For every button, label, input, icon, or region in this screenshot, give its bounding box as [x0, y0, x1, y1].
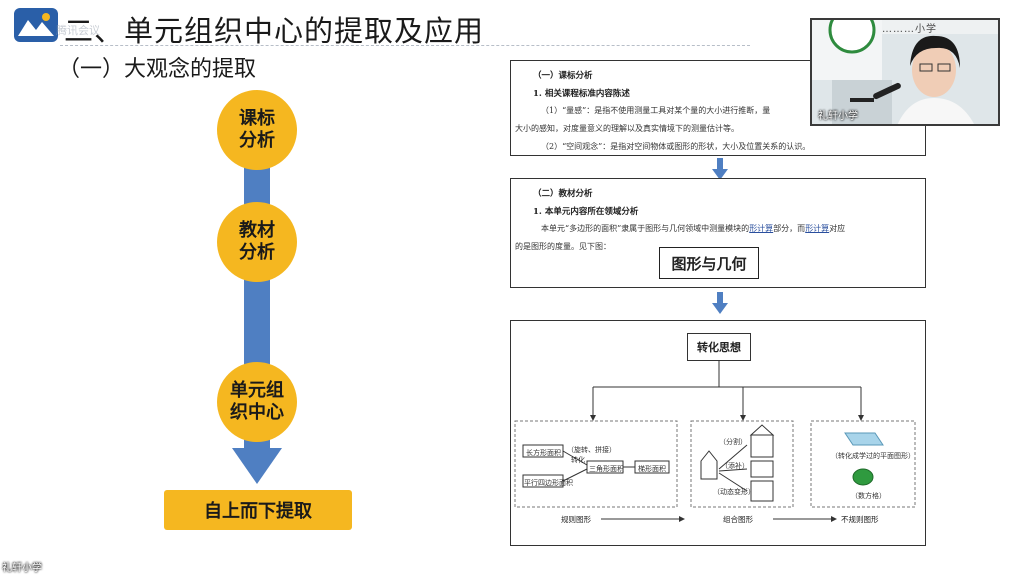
- shape-label: （分割）: [719, 438, 747, 446]
- flow-step-label: 教材 分析: [239, 220, 275, 263]
- shape-label: （转化成学过的平面图形）: [831, 452, 915, 460]
- panel-text-line: 本单元“多边形的面积”隶属于图形与几何领域中测量模块的形计算部分，而形计算对应: [541, 223, 931, 234]
- slide-subtitle: （一）大观念的提取: [58, 57, 257, 82]
- flow-step-label: 单元组 织中心: [230, 380, 284, 423]
- shape-label: 平行四边形面积: [524, 479, 573, 487]
- panel-subheading: 1. 本单元内容所在领域分析: [533, 207, 639, 217]
- panel-text-line: 的是图形的度量。见下图：: [515, 242, 611, 251]
- panel-text-line: 大小的感知，对度量意义的理解以及真实情境下的测量估计等。: [515, 124, 739, 133]
- panel-text-line: （2）“空间观念”：是指对空间物体或图形的形状，大小及位置关系的认识。: [541, 142, 811, 151]
- meeting-watermark: 腾讯会议: [56, 24, 100, 37]
- group-label-combined: 组合图形: [723, 515, 753, 524]
- panel-text-line: （1）“量感”：是指不使用测量工具对某个量的大小进行推断，量: [541, 106, 771, 115]
- title-divider: [60, 45, 750, 46]
- transformation-diagram-panel: 转化思想 长方: [510, 320, 926, 546]
- panel-heading: （二）教材分析: [533, 189, 593, 199]
- flow-step-label: 课标 分析: [239, 108, 275, 151]
- shape-label: 梯形面积: [638, 465, 666, 473]
- shape-label: （添补）: [721, 462, 749, 470]
- flow-step-textbook: 教材 分析: [217, 202, 297, 282]
- text-segment: 对应: [829, 224, 846, 233]
- shape-label: 三角形面积: [589, 465, 624, 473]
- shape-label: （数方格）: [851, 492, 886, 500]
- flow-step-unit-center: 单元组 织中心: [217, 362, 297, 442]
- meeting-logo-icon: [14, 8, 58, 42]
- text-segment: 部分，而: [773, 224, 806, 233]
- text-link[interactable]: 形计算: [805, 224, 830, 233]
- text-segment: 本单元“多边形的面积”隶属于图形与几何领域中测量模块的: [541, 224, 750, 233]
- webcam-banner: ………小学: [882, 24, 937, 35]
- down-arrow-icon: [712, 292, 728, 314]
- panel-subheading: 1. 相关课程标准内容陈述: [533, 89, 630, 99]
- slide-title-number: 二、: [64, 14, 125, 48]
- slide-title-text: 单元组织中心的提取及应用: [124, 14, 485, 48]
- group-label-irregular: 不规则图形: [841, 515, 879, 524]
- flow-step-curriculum: 课标 分析: [217, 90, 297, 170]
- down-arrow-icon: [712, 158, 728, 180]
- diagram-connectors: [514, 361, 916, 522]
- transformation-thought-box: 转化思想: [687, 333, 751, 361]
- presenter-video-frame: [812, 20, 998, 124]
- text-link[interactable]: 形计算: [749, 224, 774, 233]
- shape-label: （动态变形）: [713, 488, 755, 496]
- shape-label: 转化: [571, 456, 585, 464]
- flow-result-box: 自上而下提取: [164, 490, 352, 530]
- panel-heading: （一）课标分析: [533, 71, 593, 81]
- webcam-participant-label: 礼轩小学: [818, 111, 858, 122]
- webcam-video[interactable]: ………小学 礼轩小学: [810, 18, 1000, 126]
- textbook-analysis-panel: （二）教材分析 1. 本单元内容所在领域分析 本单元“多边形的面积”隶属于图形与…: [510, 178, 926, 288]
- geometry-domain-box: 图形与几何: [659, 247, 759, 279]
- shape-label: 长方形面积: [526, 449, 561, 457]
- slide-title: 二、单元组织中心的提取及应用: [64, 8, 484, 50]
- shape-label: （旋转、拼接）: [567, 446, 616, 454]
- group-label-regular: 规则图形: [561, 515, 591, 524]
- flow-arrow-icon: [232, 448, 282, 484]
- participant-name-label: 礼轩小学: [2, 563, 42, 574]
